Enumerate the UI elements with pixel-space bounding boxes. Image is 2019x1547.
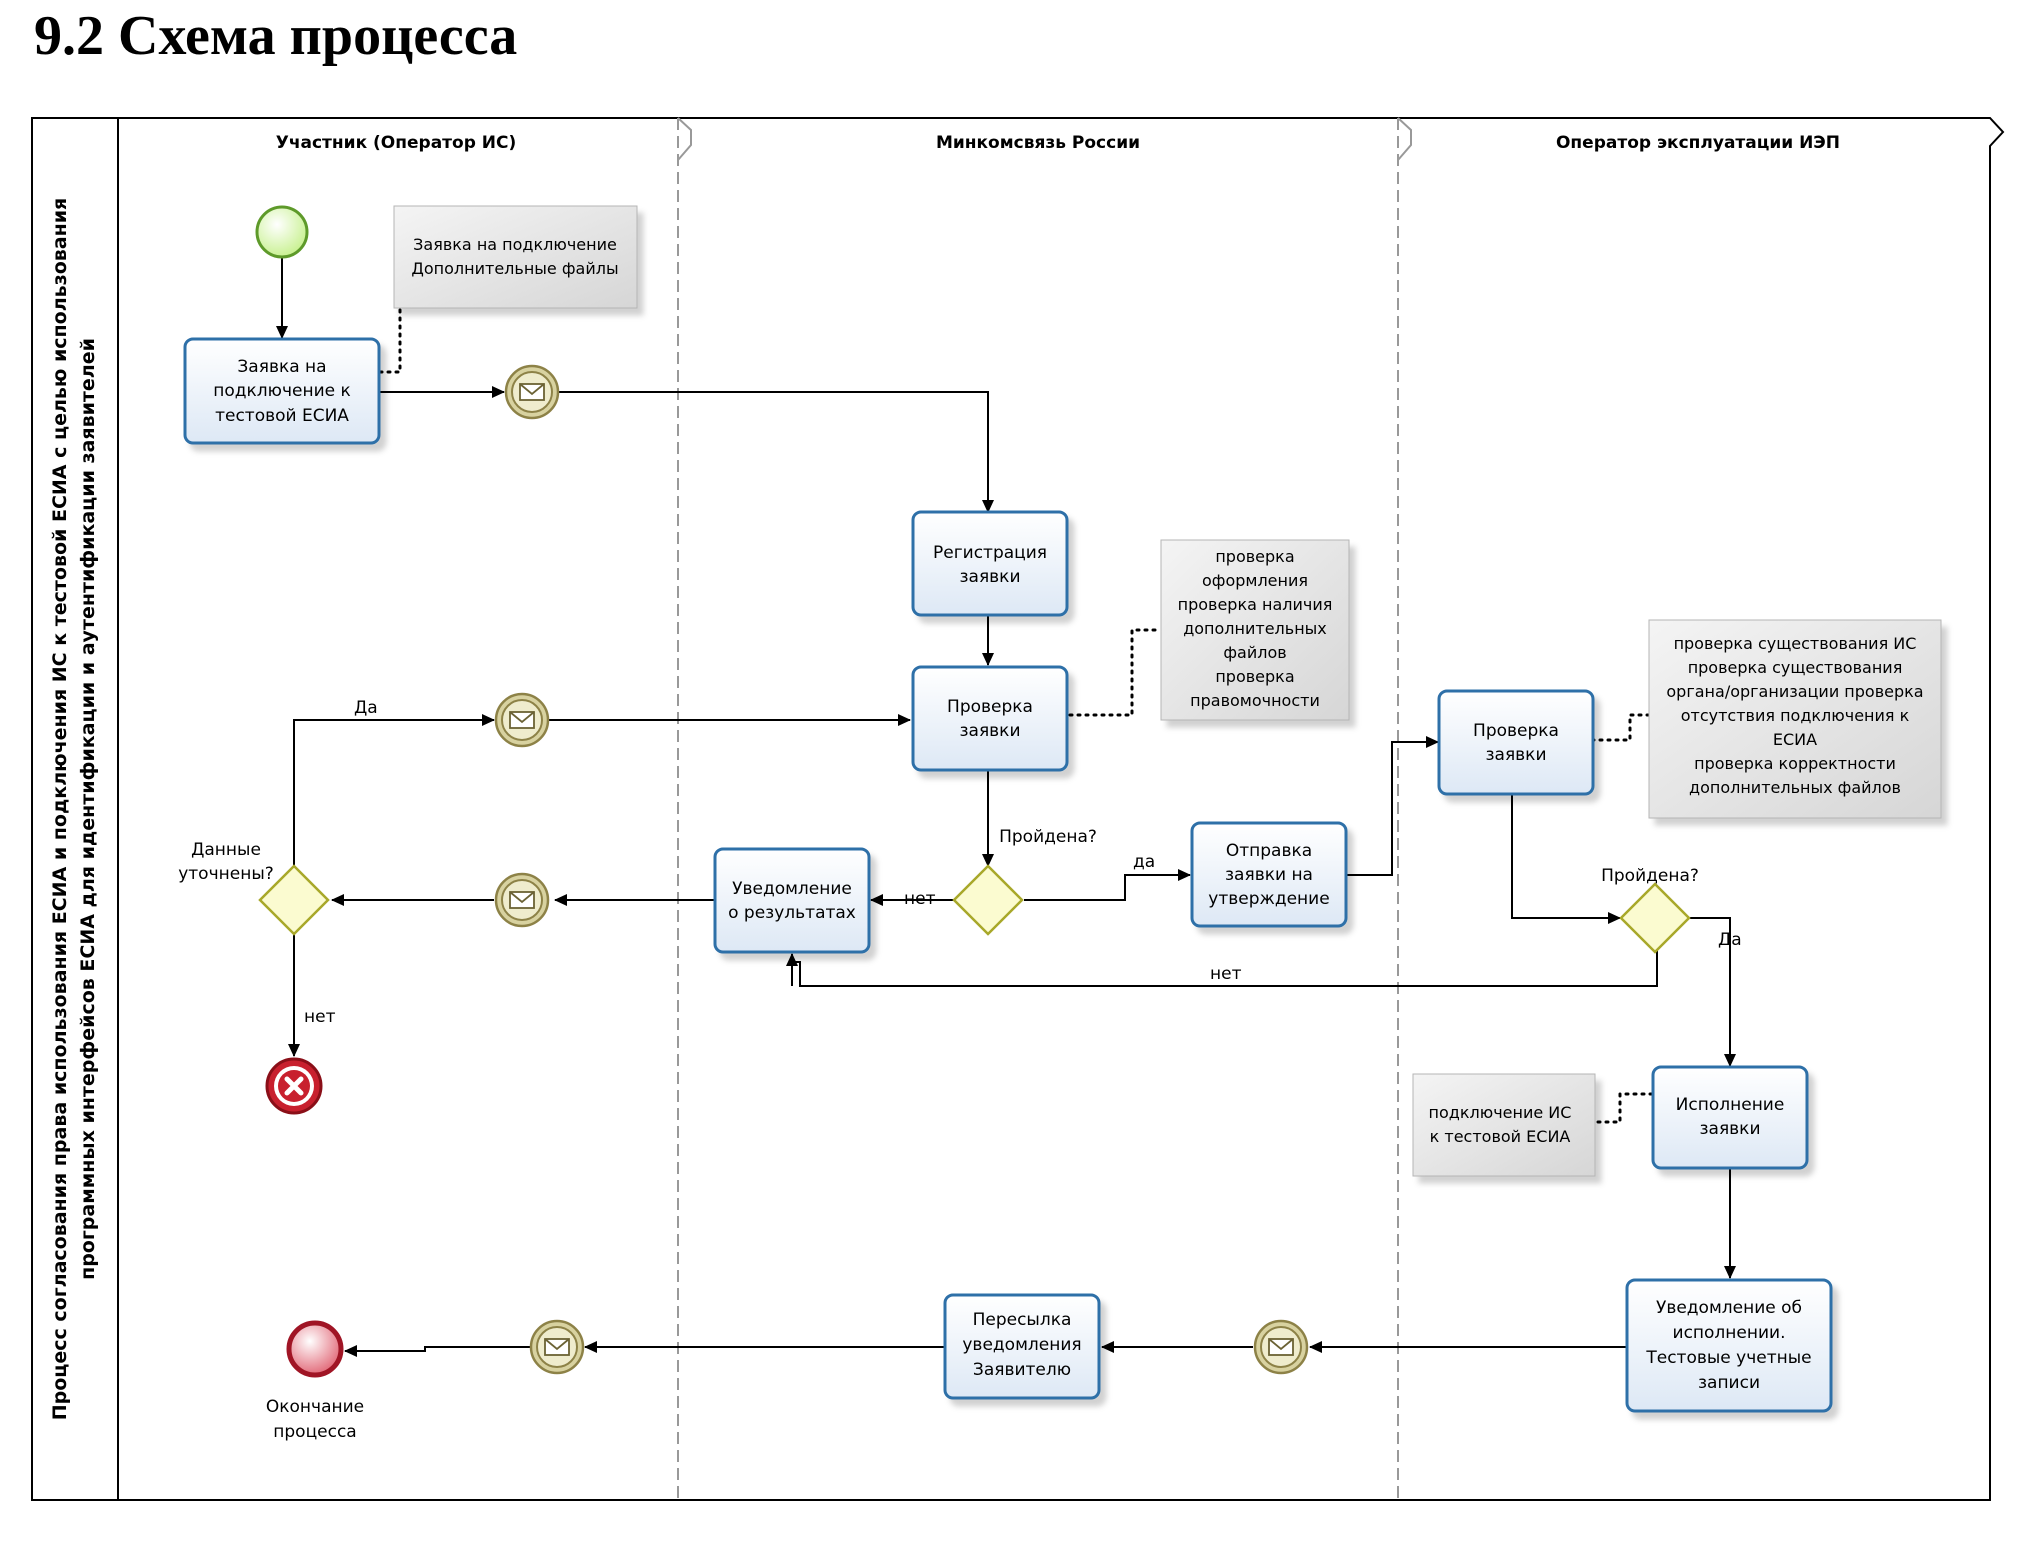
- task-send-approval[interactable]: Отправка заявки на утверждение: [1190, 821, 1348, 928]
- svg-text:заявки: заявки: [1485, 745, 1546, 765]
- task-forward[interactable]: Пересылка уведомления Заявителю: [943, 1293, 1101, 1400]
- pool-title: Процесс согласования права использования…: [49, 198, 99, 1421]
- message-event-5[interactable]: [529, 1319, 585, 1375]
- gateway-data-clarified-label-line2: уточнены?: [178, 864, 274, 884]
- end-event-label-line2: процесса: [273, 1422, 356, 1442]
- svg-text:дополнительных: дополнительных: [1183, 619, 1327, 638]
- svg-text:Регистрация: Регистрация: [933, 543, 1047, 563]
- gateway-data-clarified[interactable]: [258, 864, 330, 936]
- svg-text:Уведомление об: Уведомление об: [1656, 1298, 1802, 1318]
- svg-text:тестовой ЕСИА: тестовой ЕСИА: [215, 406, 349, 426]
- svg-text:подключение ИС: подключение ИС: [1429, 1103, 1572, 1122]
- svg-text:проверка: проверка: [1215, 667, 1294, 686]
- start-event[interactable]: [255, 205, 309, 259]
- message-event-2[interactable]: [494, 692, 550, 748]
- task-notify-result[interactable]: Уведомление о результатах: [713, 847, 871, 954]
- svg-text:проверка корректности: проверка корректности: [1694, 754, 1896, 773]
- svg-text:оформления: оформления: [1202, 571, 1308, 590]
- lane-title-ministry: Минкомсвязь России: [936, 133, 1140, 153]
- lane-title-operator: Оператор эксплуатации ИЭП: [1556, 133, 1840, 153]
- svg-text:Пересылка: Пересылка: [973, 1310, 1072, 1330]
- svg-text:Заявителю: Заявителю: [973, 1360, 1071, 1380]
- svg-text:Исполнение: Исполнение: [1676, 1095, 1785, 1115]
- page-heading: 9.2 Схема процесса: [34, 5, 518, 67]
- flow-label-yes-passed2: Да: [1718, 930, 1742, 950]
- pool: [31, 117, 2005, 1501]
- svg-text:Дополнительные файлы: Дополнительные файлы: [411, 259, 618, 278]
- gateway-passed-2-label: Пройдена?: [1601, 866, 1699, 886]
- svg-text:проверка существования ИС: проверка существования ИС: [1674, 634, 1917, 653]
- svg-text:файлов: файлов: [1223, 643, 1286, 662]
- svg-text:исполнении.: исполнении.: [1673, 1323, 1786, 1343]
- svg-text:Процесс согласования права исп: Процесс согласования права использования…: [49, 198, 71, 1421]
- end-event[interactable]: [286, 1320, 344, 1378]
- task-execute[interactable]: Исполнение заявки: [1651, 1065, 1809, 1170]
- task-check-2[interactable]: Проверка заявки: [1437, 689, 1595, 796]
- close-icon: [284, 1076, 304, 1096]
- svg-text:проверка наличия: проверка наличия: [1178, 595, 1333, 614]
- svg-text:отсутствия подключения к: отсутствия подключения к: [1681, 706, 1910, 725]
- flow-label-no-passed2: нет: [1210, 964, 1242, 984]
- lane-title-participant: Участник (Оператор ИС): [276, 133, 517, 153]
- svg-text:подключение к: подключение к: [213, 381, 351, 401]
- svg-text:дополнительных файлов: дополнительных файлов: [1689, 778, 1901, 797]
- flow-label-yes-clarified: Да: [354, 698, 378, 718]
- gateway-passed-1-label: Пройдена?: [999, 827, 1097, 847]
- flow-label-no-passed1: нет: [904, 889, 936, 909]
- svg-text:Уведомление: Уведомление: [732, 879, 852, 899]
- svg-text:о результатах: о результатах: [728, 903, 856, 923]
- envelope-icon: [544, 1338, 570, 1356]
- svg-text:к тестовой ЕСИА: к тестовой ЕСИА: [1430, 1127, 1571, 1146]
- svg-text:Заявка на подключение: Заявка на подключение: [413, 235, 617, 254]
- task-apply[interactable]: Заявка на подключение к тестовой ЕСИА: [183, 337, 381, 445]
- message-event-1[interactable]: [504, 364, 560, 420]
- svg-text:Тестовые учетные: Тестовые учетные: [1645, 1348, 1811, 1368]
- envelope-icon: [509, 711, 535, 729]
- svg-text:проверка: проверка: [1215, 547, 1294, 566]
- svg-text:проверка существования: проверка существования: [1688, 658, 1903, 677]
- svg-text:заявки: заявки: [959, 567, 1020, 587]
- annotation-execute: подключение ИС к тестовой ЕСИА: [1412, 1073, 1596, 1177]
- annotation-check-1: проверка оформления проверка наличия доп…: [1160, 539, 1350, 721]
- gateway-passed-2[interactable]: [1619, 882, 1691, 954]
- svg-text:уведомления: уведомления: [962, 1335, 1081, 1355]
- svg-text:Отправка: Отправка: [1226, 841, 1312, 861]
- sequence-flows: [276, 258, 1736, 1357]
- svg-text:записи: записи: [1698, 1373, 1760, 1393]
- envelope-icon: [509, 891, 535, 909]
- svg-text:программных интерфейсов ЕСИА д: программных интерфейсов ЕСИА для идентиф…: [77, 338, 99, 1280]
- message-event-4[interactable]: [1253, 1319, 1309, 1375]
- task-check-1[interactable]: Проверка заявки: [911, 665, 1069, 772]
- svg-text:заявки: заявки: [1699, 1119, 1760, 1139]
- svg-text:Проверка: Проверка: [1473, 721, 1559, 741]
- annotation-application-files: Заявка на подключение Дополнительные фай…: [393, 205, 638, 309]
- annotation-check-2: проверка существования ИС проверка сущес…: [1648, 619, 1942, 819]
- svg-text:органа/организации проверка: органа/организации проверка: [1666, 682, 1923, 701]
- flow-label-yes-passed1: да: [1133, 852, 1155, 872]
- task-register[interactable]: Регистрация заявки: [911, 510, 1069, 617]
- gateway-data-clarified-label-line1: Данные: [191, 840, 261, 860]
- svg-text:Заявка на: Заявка на: [237, 357, 326, 377]
- task-notify-exec[interactable]: Уведомление об исполнении. Тестовые учет…: [1625, 1278, 1833, 1413]
- associations: [378, 256, 1654, 1124]
- svg-text:Проверка: Проверка: [947, 697, 1033, 717]
- svg-text:правомочности: правомочности: [1190, 691, 1320, 710]
- svg-text:ЕСИА: ЕСИА: [1773, 730, 1817, 749]
- gateway-passed-1[interactable]: [952, 864, 1024, 936]
- message-event-3[interactable]: [494, 872, 550, 928]
- svg-text:заявки на: заявки на: [1225, 865, 1313, 885]
- end-event-label-line1: Окончание: [266, 1397, 364, 1417]
- envelope-icon: [519, 383, 545, 401]
- error-end-event[interactable]: [265, 1057, 323, 1115]
- envelope-icon: [1268, 1338, 1294, 1356]
- svg-text:заявки: заявки: [959, 721, 1020, 741]
- svg-text:утверждение: утверждение: [1208, 889, 1329, 909]
- flow-label-no-clarified: нет: [304, 1007, 336, 1027]
